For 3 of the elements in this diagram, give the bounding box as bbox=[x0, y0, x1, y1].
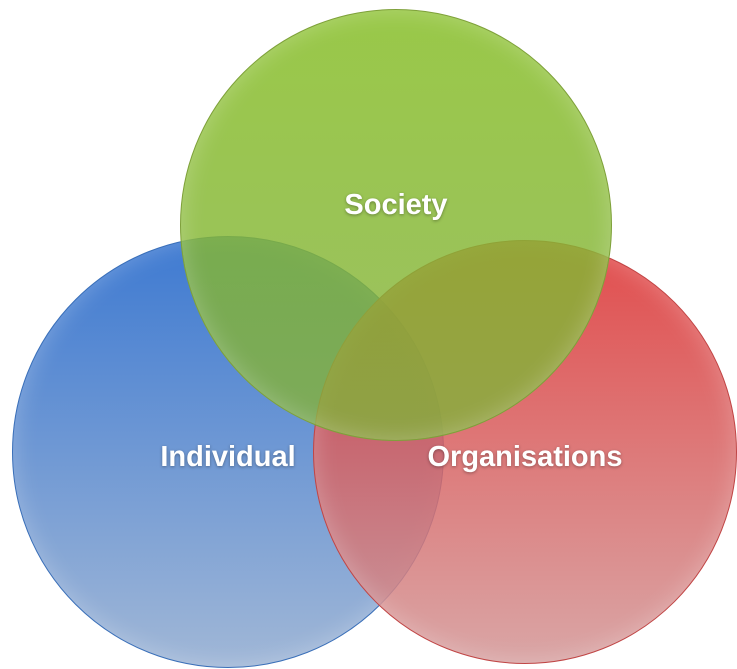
circle-label: Society bbox=[344, 188, 448, 222]
circle-label: Individual bbox=[160, 440, 296, 474]
circle-label: Organisations bbox=[428, 440, 622, 474]
